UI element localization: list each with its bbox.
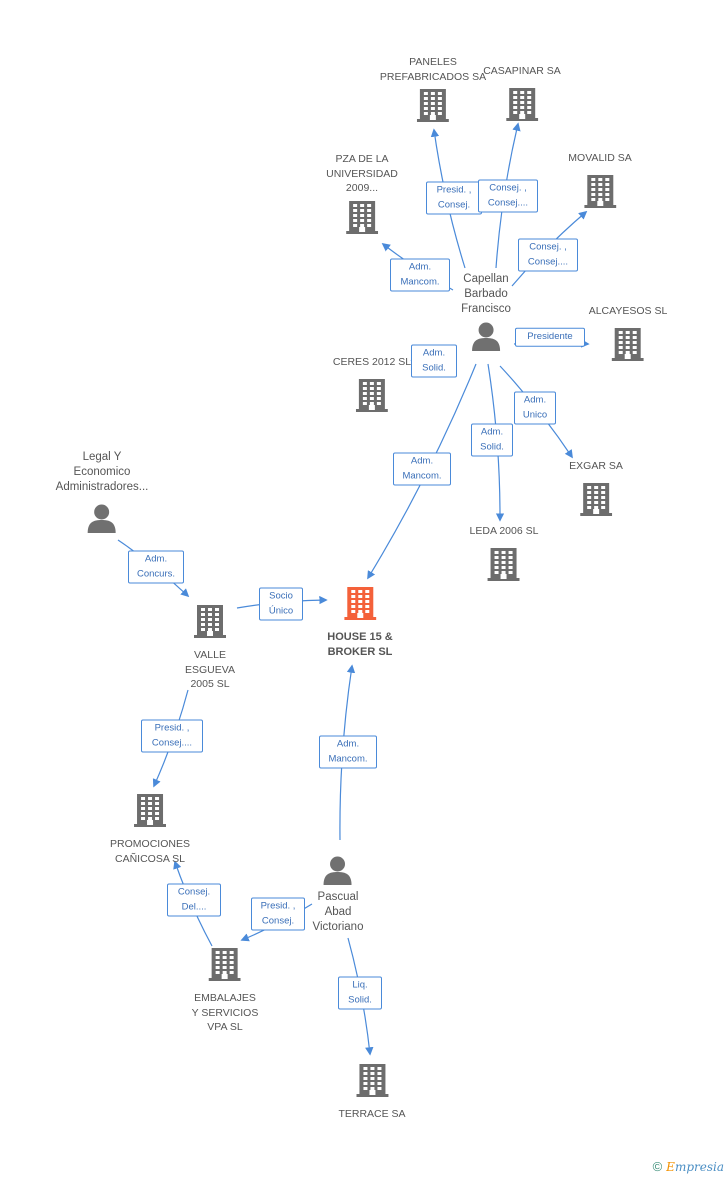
edge-label[interactable]: Socio Único bbox=[259, 587, 303, 621]
node-label[interactable]: TERRACE SA bbox=[338, 1108, 406, 1120]
edge-label[interactable]: Liq. Solid. bbox=[338, 976, 382, 1010]
building-icon[interactable] bbox=[416, 88, 449, 127]
node-label[interactable]: EMBALAJES Y SERVICIOS VPA SL bbox=[191, 992, 259, 1033]
building-icon[interactable] bbox=[584, 174, 616, 213]
building-icon[interactable] bbox=[356, 378, 388, 417]
building-icon[interactable] bbox=[612, 327, 644, 366]
node-label[interactable]: Capellan Barbado Francisco bbox=[461, 273, 511, 315]
edge-label[interactable]: Adm. Solid. bbox=[411, 344, 457, 378]
building-icon[interactable] bbox=[505, 87, 538, 126]
edge-label[interactable]: Adm. Solid. bbox=[471, 423, 513, 457]
node-movalid[interactable]: MOVALID SA bbox=[568, 151, 632, 213]
node-label[interactable]: MOVALID SA bbox=[568, 152, 632, 164]
edge-label[interactable]: Presid. , Consej.... bbox=[141, 719, 203, 753]
node-pza[interactable]: PZA DE LA UNIVERSIDAD 2009... bbox=[326, 152, 398, 239]
node-pascual[interactable]: Pascual Abad Victoriano bbox=[312, 855, 364, 935]
node-label[interactable]: VALLE ESGUEVA 2005 SL bbox=[185, 649, 235, 690]
building-icon[interactable] bbox=[345, 200, 378, 239]
node-capellan[interactable]: Capellan Barbado Francisco bbox=[461, 272, 511, 356]
node-legal[interactable]: Legal Y Economico Administradores... bbox=[55, 450, 149, 538]
node-label[interactable]: CERES 2012 SL bbox=[332, 356, 412, 368]
node-valle[interactable]: VALLE ESGUEVA 2005 SL bbox=[185, 604, 235, 692]
node-label[interactable]: ALCAYESOS SL bbox=[588, 305, 668, 317]
edge-label[interactable]: Consej. , Consej.... bbox=[478, 179, 538, 213]
edge-label[interactable]: Adm. Mancom. bbox=[390, 258, 450, 292]
node-exgar[interactable]: EXGAR SA bbox=[569, 459, 623, 521]
person-icon[interactable] bbox=[323, 855, 353, 890]
edge-label[interactable]: Adm. Unico bbox=[514, 391, 556, 425]
node-casapinar[interactable]: CASAPINAR SA bbox=[483, 64, 561, 126]
node-label[interactable]: PROMOCIONES CAÑICOSA SL bbox=[110, 838, 190, 865]
person-icon[interactable] bbox=[87, 503, 117, 538]
node-house15[interactable]: HOUSE 15 & BROKER SL bbox=[327, 586, 393, 660]
node-leda[interactable]: LEDA 2006 SL bbox=[469, 524, 539, 586]
building-icon[interactable] bbox=[208, 947, 241, 986]
edge-label[interactable]: Consej. , Consej.... bbox=[518, 238, 578, 272]
building-icon[interactable] bbox=[134, 793, 166, 832]
node-label[interactable]: PANELES PREFABRICADOS SA bbox=[379, 56, 487, 83]
edge-label[interactable]: Adm. Mancom. bbox=[393, 452, 451, 486]
brand-logo[interactable]: Empresia bbox=[666, 1159, 724, 1174]
node-label[interactable]: PZA DE LA UNIVERSIDAD 2009... bbox=[326, 153, 398, 194]
edge-label[interactable]: Presidente bbox=[515, 327, 585, 347]
node-label[interactable]: EXGAR SA bbox=[569, 460, 623, 472]
edge-label[interactable]: Presid. , Consej. bbox=[426, 181, 482, 215]
node-alcayesos[interactable]: ALCAYESOS SL bbox=[588, 304, 668, 366]
node-paneles[interactable]: PANELES PREFABRICADOS SA bbox=[380, 55, 486, 127]
building-icon[interactable] bbox=[487, 547, 520, 586]
building-icon[interactable] bbox=[580, 482, 612, 521]
node-ceres[interactable]: CERES 2012 SL bbox=[333, 355, 411, 417]
focus-building-icon[interactable] bbox=[343, 586, 376, 625]
edge-label[interactable]: Consej. Del.... bbox=[167, 883, 221, 917]
node-terrace[interactable]: TERRACE SA bbox=[338, 1063, 406, 1122]
edge-label[interactable]: Adm. Mancom. bbox=[319, 735, 377, 769]
brand-footer: © Empresia bbox=[653, 1159, 724, 1174]
node-label[interactable]: Pascual Abad Victoriano bbox=[312, 891, 364, 933]
copyright-icon: © bbox=[652, 1159, 663, 1174]
person-icon[interactable] bbox=[471, 321, 501, 356]
node-label[interactable]: CASAPINAR SA bbox=[483, 65, 561, 77]
node-embalajes[interactable]: EMBALAJES Y SERVICIOS VPA SL bbox=[191, 947, 259, 1035]
node-label[interactable]: LEDA 2006 SL bbox=[469, 525, 539, 537]
node-label[interactable]: HOUSE 15 & BROKER SL bbox=[327, 631, 393, 658]
edge-label[interactable]: Presid. , Consej. bbox=[251, 897, 305, 931]
node-promociones[interactable]: PROMOCIONES CAÑICOSA SL bbox=[110, 793, 190, 866]
building-icon[interactable] bbox=[194, 604, 226, 643]
building-icon[interactable] bbox=[355, 1063, 388, 1102]
edge-label[interactable]: Adm. Concurs. bbox=[128, 550, 184, 584]
node-label[interactable]: Legal Y Economico Administradores... bbox=[55, 451, 149, 493]
